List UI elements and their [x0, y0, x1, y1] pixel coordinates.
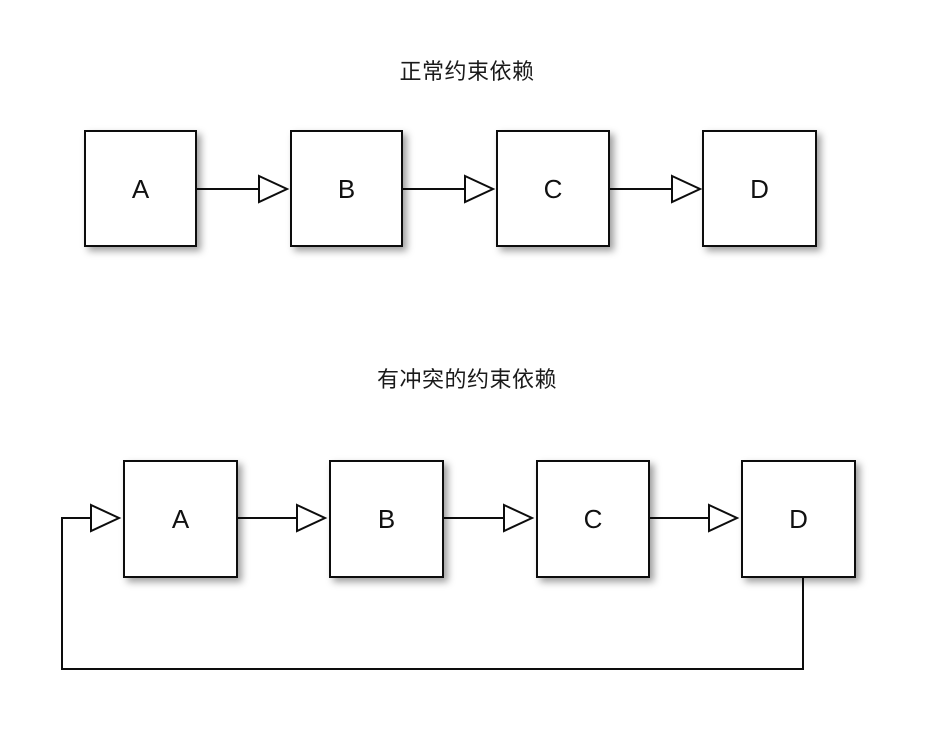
- diagram-title-conflict: 有冲突的约束依赖: [376, 368, 557, 393]
- arrowhead-b-to-c-conflict: [503, 503, 535, 533]
- node-box-b-normal[interactable]: B: [290, 130, 403, 247]
- node-box-c-normal[interactable]: C: [496, 130, 610, 247]
- node-label: A: [171, 504, 190, 534]
- diagram-title-normal: 正常约束依赖: [399, 60, 535, 85]
- node-box-a-conflict[interactable]: A: [123, 460, 238, 578]
- node-label: C: [543, 173, 563, 204]
- arrowhead-d-to-a-feedback: [90, 503, 122, 533]
- node-label: B: [337, 173, 356, 204]
- node-box-c-conflict[interactable]: C: [536, 460, 650, 578]
- arrowhead-c-to-d: [671, 174, 703, 204]
- node-label: A: [131, 173, 150, 204]
- arrowhead-b-to-c: [464, 174, 496, 204]
- node-label: C: [583, 504, 603, 534]
- node-label: B: [377, 504, 396, 534]
- node-box-b-conflict[interactable]: B: [329, 460, 444, 578]
- node-box-d-normal[interactable]: D: [702, 130, 817, 247]
- arrowhead-a-to-b-conflict: [296, 503, 328, 533]
- node-box-a-normal[interactable]: A: [84, 130, 197, 247]
- arrowhead-a-to-b: [258, 174, 290, 204]
- node-box-d-conflict[interactable]: D: [741, 460, 856, 578]
- node-label: D: [750, 173, 769, 204]
- node-label: D: [789, 504, 808, 534]
- arrowhead-c-to-d-conflict: [708, 503, 740, 533]
